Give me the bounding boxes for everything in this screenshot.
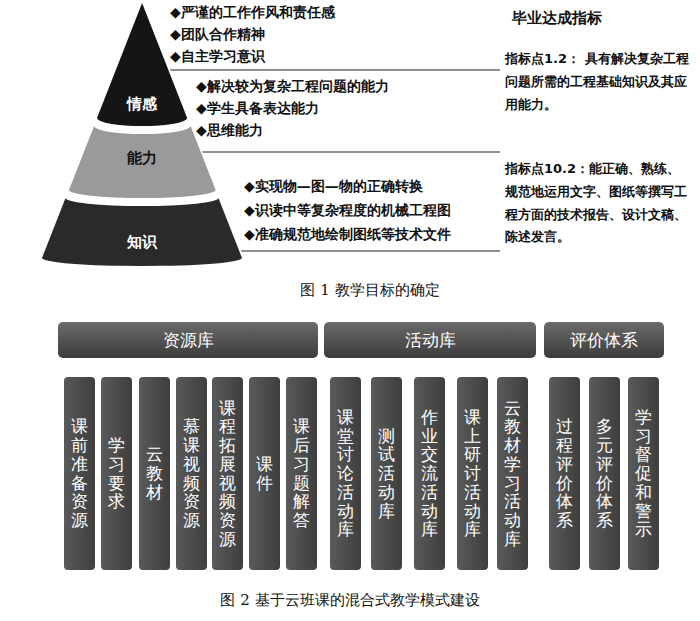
bullet-item: ◆学生具备表达能力 — [196, 98, 319, 118]
bullet-item: ◆解决较为复杂工程问题的能力 — [196, 76, 389, 96]
leader-line — [202, 151, 500, 152]
node-text: 能力 — [127, 149, 157, 168]
band-outline — [42, 190, 242, 266]
item-column: 多元评价体系 — [589, 377, 620, 570]
item-column: 云教材 — [139, 377, 170, 570]
category-header: 活动库 — [324, 322, 536, 358]
indicator-text: 指标点10.2：能正确、熟练、规范地运用文字、图纸等撰写工程方面的技术报告、设计… — [505, 158, 690, 249]
node-text: 课上研讨活动库 — [464, 408, 481, 539]
item-column: 学习要求 — [101, 377, 132, 570]
bullet-item: ◆严谨的工作作风和责任感 — [170, 2, 335, 22]
node-text: 知识 — [127, 233, 157, 252]
item-column: 作业交流活动库 — [414, 377, 445, 570]
node-text: 学习要求 — [108, 436, 125, 511]
node-text: 课堂讨论活动库 — [337, 408, 354, 539]
item-column: 课程拓展视频资源 — [212, 377, 243, 570]
leader-line — [170, 69, 500, 70]
figure-caption: 图 2 基于云班课的混合式教学模式建设 — [100, 590, 600, 612]
band-fill — [69, 126, 216, 198]
node-text: 慕课视频资源 — [183, 417, 200, 529]
node-text: 云教材 — [146, 445, 163, 501]
node-text: 活动库 — [405, 329, 456, 352]
band-fill — [42, 198, 242, 266]
node-text: 资源库 — [163, 329, 214, 352]
node-text: 课前准备资源 — [71, 417, 88, 529]
bullet-item: ◆识读中等复杂程度的机械工程图 — [244, 200, 451, 220]
node-text: 过程评价体系 — [556, 417, 573, 529]
node-text: 多元评价体系 — [596, 417, 613, 529]
node-text: 云教材学习活动库 — [504, 399, 521, 549]
item-column: 云教材学习活动库 — [497, 377, 528, 570]
item-column: 学习督促和警示 — [628, 377, 659, 570]
indicator-text: 指标点1.2： 具有解决复杂工程问题所需的工程基础知识及其应用能力。 — [505, 48, 690, 116]
bullet-item: ◆团队合作精神 — [170, 24, 265, 44]
band-fill — [97, 3, 187, 126]
node-text: 课后习题解答 — [293, 417, 310, 529]
bullet-item: ◆准确规范地绘制图纸等技术文件 — [244, 224, 451, 244]
item-column: 课后习题解答 — [286, 377, 317, 570]
node-text: 测试活动库 — [378, 427, 395, 520]
node-text: 课程拓展视频资源 — [219, 399, 236, 549]
node-text: 评价体系 — [570, 329, 638, 352]
node-text: 学习督促和警示 — [635, 408, 652, 539]
pyramid-band: 能力 — [69, 118, 216, 198]
category-header: 资源库 — [58, 322, 318, 358]
item-column: 课前准备资源 — [64, 377, 95, 570]
item-column: 测试活动库 — [371, 377, 402, 570]
bullet-item: ◆实现物—图—物的正确转换 — [244, 176, 423, 196]
bullet-item: ◆思维能力 — [196, 120, 263, 140]
panel-heading: 毕业达成指标 — [512, 8, 602, 30]
node-text: 作业交流活动库 — [421, 408, 438, 539]
pyramid-band: 情感 — [97, 3, 187, 126]
category-header: 评价体系 — [544, 322, 664, 358]
item-column: 课堂讨论活动库 — [330, 377, 361, 570]
figure-caption: 图 1 教学目标的确定 — [200, 280, 540, 302]
pyramid-band: 知识 — [42, 190, 242, 266]
node-text: 课件 — [256, 455, 273, 492]
bullet-item: ◆自主学习意识 — [170, 46, 265, 66]
item-column: 慕课视频资源 — [176, 377, 207, 570]
item-column: 课件 — [249, 377, 280, 570]
node-text: 情感 — [127, 95, 157, 114]
leader-line — [241, 250, 500, 251]
item-column: 课上研讨活动库 — [457, 377, 488, 570]
item-column: 过程评价体系 — [549, 377, 580, 570]
